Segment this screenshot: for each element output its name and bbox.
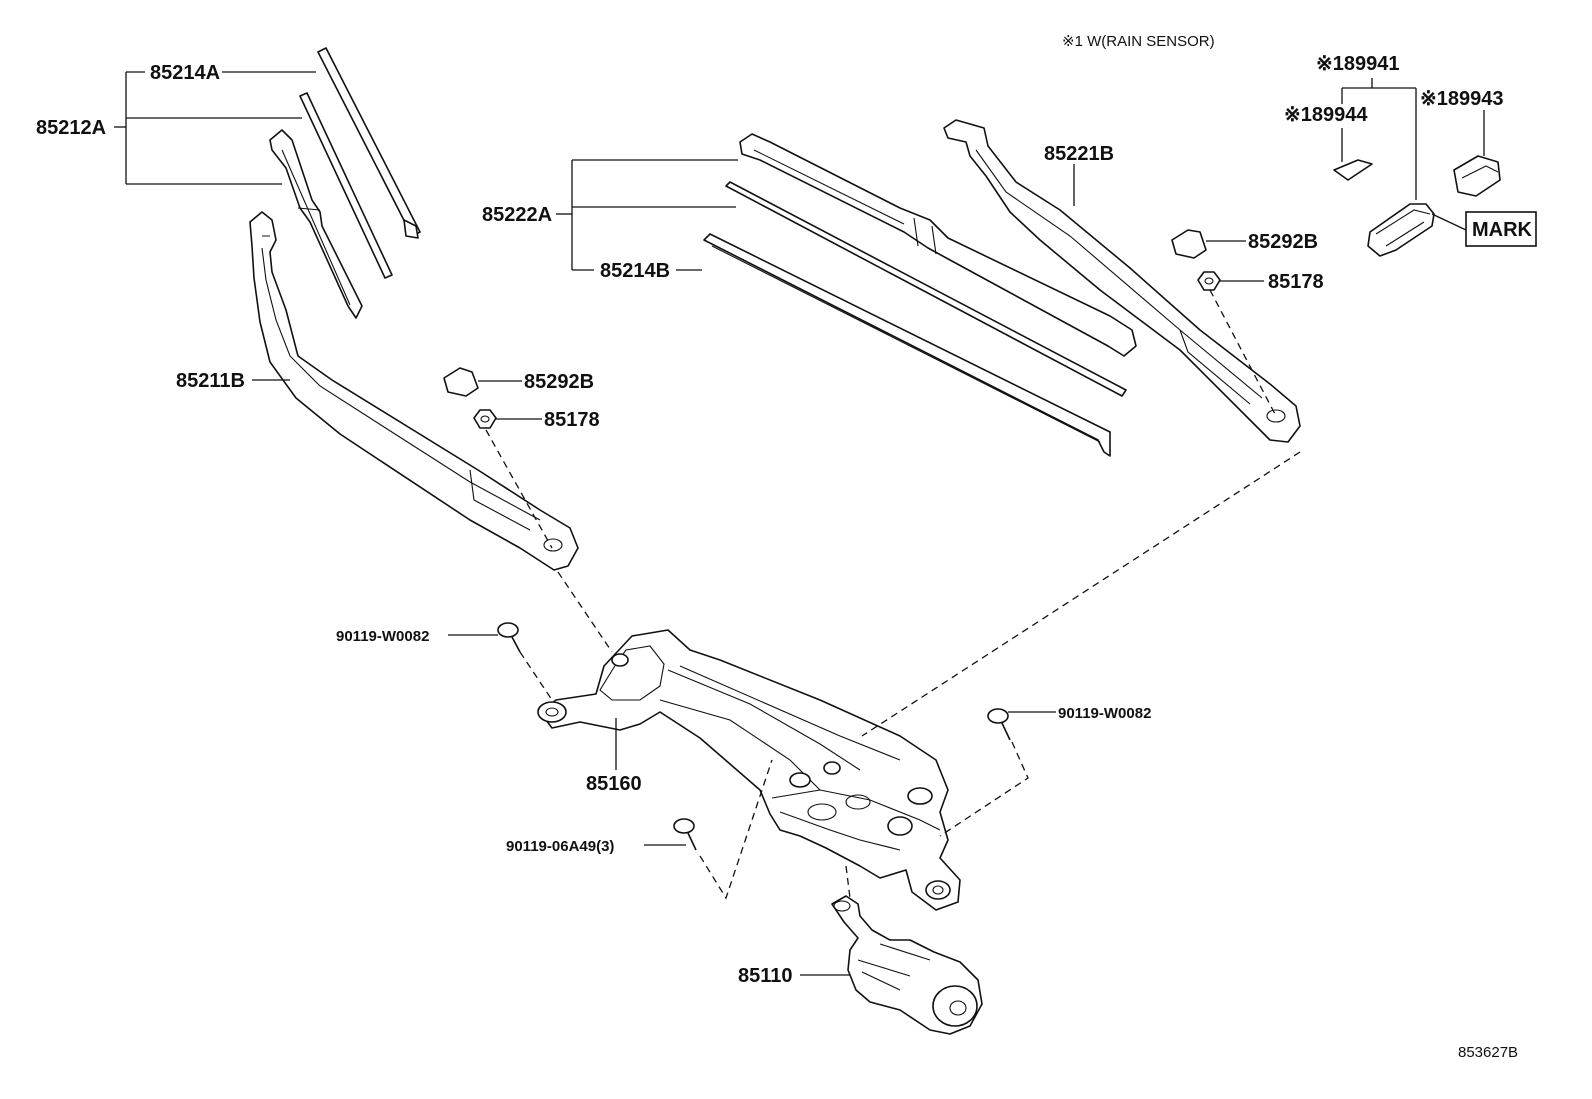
label-85212A[interactable]: 85212A [36,117,106,139]
label-89941[interactable]: ※189941 [1316,53,1400,75]
cap-85292B-left[interactable] [443,367,522,397]
label-85292B-right[interactable]: 85292B [1248,231,1318,253]
label-85178-right[interactable]: 85178 [1268,271,1324,293]
nut-85178-right[interactable] [1197,271,1264,291]
blade-rubber-85214A[interactable] [299,92,393,279]
sensor-cover-89943[interactable] [1453,155,1501,197]
label-85214A[interactable]: 85214A [150,62,220,84]
label-85221B[interactable]: 85221B [1044,143,1114,165]
cap-85292B-right[interactable] [1171,229,1246,259]
blade-frame-85212A[interactable] [269,129,363,319]
blade-frame-85222A[interactable] [739,133,1137,357]
mark-box [1465,211,1537,247]
nut-85178-left[interactable] [473,409,542,429]
blade-refill-85214A[interactable] [317,47,421,239]
leader-85222A [556,159,738,271]
label-85178-left[interactable]: 85178 [544,409,600,431]
label-90119-06A49[interactable]: 90119-06A49(3) [506,838,614,855]
wiper-motor-85110[interactable] [831,895,983,1035]
assembly-lines [485,289,1301,900]
bolt-90119-W0082-left[interactable] [448,622,521,653]
bolt-90119-06A49[interactable] [644,818,697,851]
diagram-id: 853627B [1458,1044,1518,1061]
label-89943[interactable]: ※189943 [1420,88,1504,110]
wiper-arm-85211B[interactable] [249,211,579,571]
bolt-90119-W0082-right[interactable] [987,708,1056,741]
label-85211B[interactable]: 85211B [176,370,245,392]
label-89944[interactable]: ※189944 [1284,104,1368,126]
label-85110[interactable]: 85110 [738,965,793,987]
blade-refill-85214B[interactable] [703,233,1111,457]
label-85292B-left[interactable]: 85292B [524,371,594,393]
blade-rubber-85222A[interactable] [725,181,1127,397]
rain-sensor-note: ※1 W(RAIN SENSOR) [1062,33,1215,50]
rain-sensor-89941[interactable] [1367,203,1435,257]
label-90119-W0082-left[interactable]: 90119-W0082 [336,628,429,645]
label-85214B[interactable]: 85214B [600,260,670,282]
label-90119-W0082-right[interactable]: 90119-W0082 [1058,705,1151,722]
leader-85212A [114,71,316,185]
mark-label: MARK [1472,219,1533,241]
label-85222A[interactable]: 85222A [482,204,552,226]
sensor-pad-89944[interactable] [1333,159,1373,181]
wiper-linkage-85160[interactable] [537,629,961,911]
label-85160[interactable]: 85160 [586,773,642,795]
leader-89941 [1341,78,1485,231]
wiper-arm-85221B[interactable] [943,119,1301,443]
